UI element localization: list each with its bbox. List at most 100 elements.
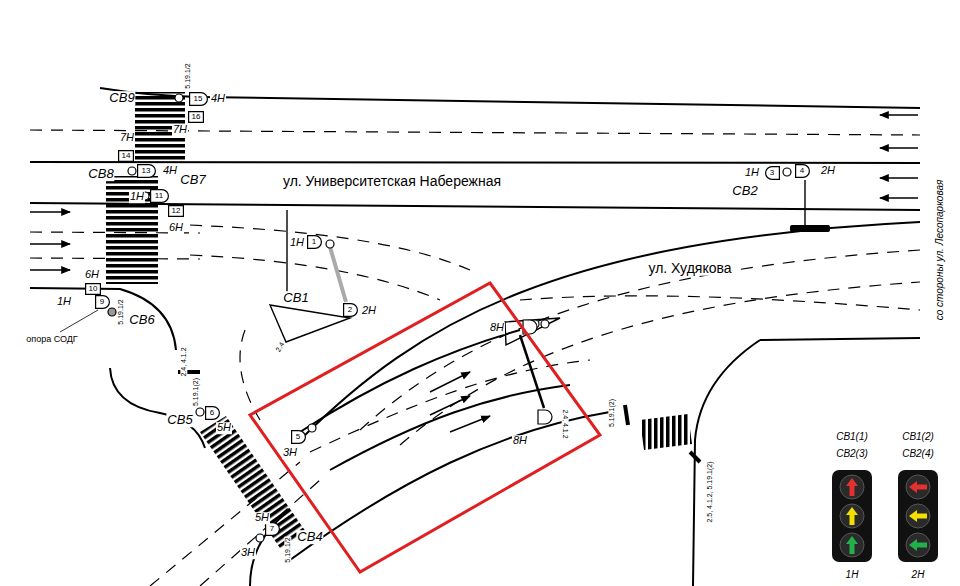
outline — [795, 165, 809, 178]
signal-direction: 1Н — [744, 167, 760, 179]
crosswalk — [200, 416, 306, 548]
curb — [300, 222, 920, 440]
street-note: со стороны ул. Лесопарковая — [935, 179, 946, 322]
signal-number: 7 — [270, 525, 274, 533]
signal-head: 5 — [291, 430, 306, 444]
signal-housing — [832, 470, 872, 562]
signal-head: 7 — [265, 522, 280, 536]
signal-direction: 2Н — [820, 165, 836, 177]
arrow-lamp — [846, 536, 858, 554]
outline — [307, 236, 321, 249]
signal-group-label: СВ4 — [296, 530, 323, 544]
signal-number: 16 — [192, 113, 201, 121]
signal-direction: 2Н — [361, 305, 377, 317]
highlight-frame — [250, 283, 600, 572]
sign-plate: 16 — [188, 111, 204, 123]
lamp — [128, 167, 136, 175]
sign-code: 5.19.1/2 — [184, 62, 191, 89]
signal-direction: 4Н — [210, 93, 226, 105]
sign-code: 5.19.1/2 — [284, 536, 291, 563]
island-edge — [330, 385, 570, 470]
outline — [291, 431, 305, 444]
signal-number: 6 — [210, 409, 214, 417]
signal-direction: 5Н — [216, 422, 232, 434]
lamp — [256, 534, 264, 542]
lane-line — [310, 360, 590, 452]
signal-head: 15 — [189, 92, 208, 106]
signal-number: 9 — [100, 298, 104, 306]
pole — [330, 247, 346, 302]
outline — [169, 206, 184, 217]
outline — [343, 304, 357, 317]
lane-arrow — [30, 211, 70, 212]
signal-housing — [898, 470, 938, 562]
lamp — [906, 475, 930, 499]
stop-line — [690, 452, 700, 462]
signal-number: 3 — [770, 169, 774, 177]
outline — [765, 167, 779, 180]
signal-group-label: СВ8 — [87, 167, 114, 181]
crosswalks — [106, 92, 692, 548]
outline — [265, 523, 279, 536]
sign-code: 2.4, 4.1.2 — [180, 346, 187, 377]
signal-number: 11 — [155, 192, 163, 200]
pole-base — [790, 225, 830, 232]
signal-group-label: СВ1 — [282, 291, 309, 305]
outline — [95, 296, 109, 309]
signal-number: 1 — [312, 238, 316, 246]
signal-direction: 7Н — [172, 124, 188, 136]
lamp — [906, 533, 930, 557]
outline — [189, 112, 204, 123]
center-line — [30, 162, 920, 163]
signal-lamps — [108, 94, 791, 542]
signal-head: 1 — [307, 235, 322, 249]
sign-code: 2.4, 4.1.2 — [561, 408, 568, 439]
pole — [804, 180, 805, 226]
lane-line — [190, 255, 440, 300]
lane-arrow — [430, 372, 470, 392]
signal-head — [538, 410, 552, 424]
signal-group-label: СВ7 — [179, 173, 206, 187]
signal-head: 9 — [95, 295, 110, 309]
signal-head: 13 — [137, 164, 156, 178]
curb — [30, 203, 920, 210]
lane-line — [360, 250, 920, 430]
signal-number: 2 — [348, 306, 352, 314]
lane-arrow — [430, 396, 470, 415]
lamp — [108, 308, 116, 316]
legend-caption: СВ2(3) — [836, 449, 868, 460]
lamp — [326, 240, 334, 248]
leader-line — [60, 310, 98, 332]
signal-number: 15 — [194, 95, 203, 103]
lane-arrow — [30, 269, 70, 270]
signal-direction: 1Н — [129, 191, 145, 203]
sign-plate: 14 — [118, 150, 134, 162]
signal-group-label: СВ2 — [731, 184, 758, 198]
signal-group-label: СВ9 — [108, 91, 135, 105]
sign-plate: 12 — [168, 205, 184, 217]
sign-code: 5.19.1(2) — [608, 398, 615, 428]
arrow-lamp — [909, 481, 927, 493]
curb — [110, 368, 205, 448]
arrow-lamp — [909, 539, 927, 551]
signal-head: 6 — [205, 406, 220, 420]
lamp — [840, 504, 864, 528]
outline — [137, 165, 155, 178]
signal-poles — [60, 180, 805, 408]
sign-code: 2.5, 4.1.2, 5.19.1(2) — [706, 460, 713, 523]
arrow-lamp — [846, 507, 858, 525]
signal-number: 12 — [172, 207, 181, 215]
lamp — [308, 424, 316, 432]
signal-direction: 8Н — [512, 435, 528, 447]
street-name: ул. Университетская Набережная — [282, 174, 502, 189]
signal-direction: 3Н — [282, 447, 298, 459]
road-edges — [30, 88, 920, 586]
signal-direction: 6Н — [168, 222, 184, 234]
lane-arrow — [30, 243, 70, 244]
lamp — [840, 475, 864, 499]
sign-code: 2.4 — [274, 340, 286, 354]
signal-direction: 4Н — [162, 165, 178, 177]
lamp — [783, 168, 791, 176]
outline — [205, 407, 219, 420]
